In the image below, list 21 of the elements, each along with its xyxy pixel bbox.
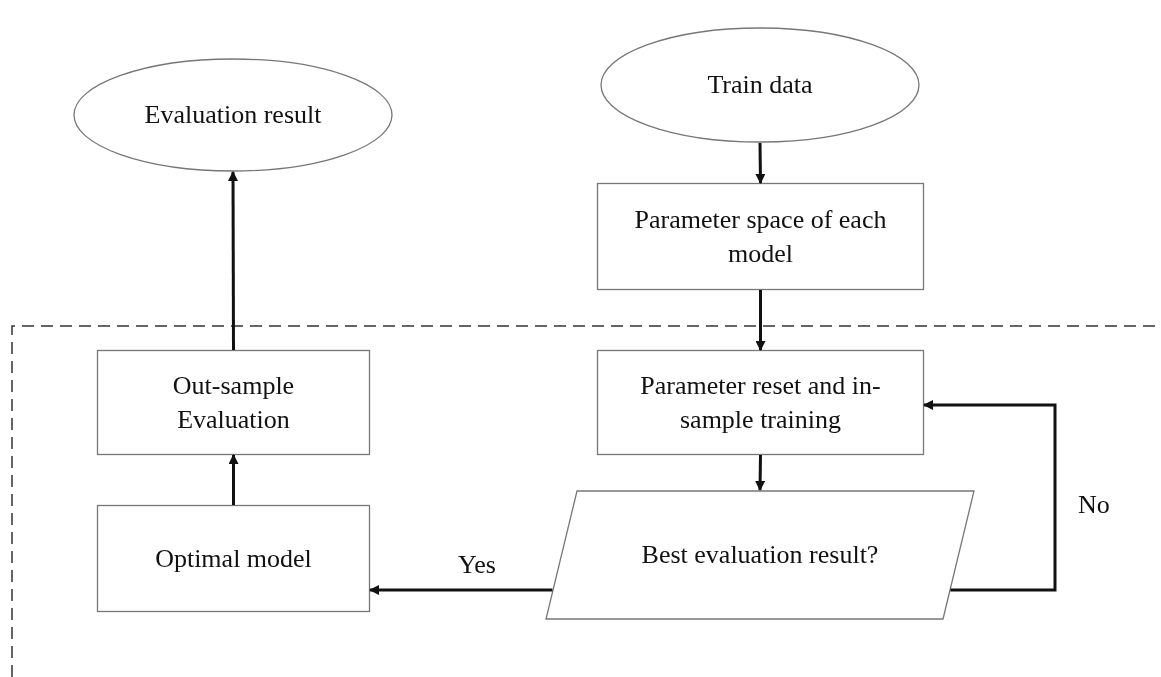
terminal-ellipse (73, 58, 393, 172)
node-text: Parameter space of each model (633, 203, 888, 270)
arrow (228, 171, 239, 350)
arrow (755, 290, 766, 351)
decision-parallelogram (545, 490, 975, 620)
process-box (97, 505, 370, 612)
arrow (755, 142, 766, 184)
arrow (923, 400, 1057, 592)
terminal-ellipse (600, 27, 920, 143)
arrow (369, 585, 553, 595)
process-box (597, 350, 924, 455)
process-box (597, 183, 924, 290)
node-text: Parameter reset and in-sample training (639, 369, 882, 436)
node-text: Train data (707, 69, 813, 101)
node-text: Best evaluation result? (641, 539, 879, 571)
process-box (97, 350, 370, 455)
node-text: Optimal model (155, 542, 312, 575)
node-text: Out-sample Evaluation (171, 369, 296, 436)
arrow (228, 454, 239, 505)
arrow (755, 454, 766, 491)
node-text: Evaluation result (144, 99, 322, 131)
